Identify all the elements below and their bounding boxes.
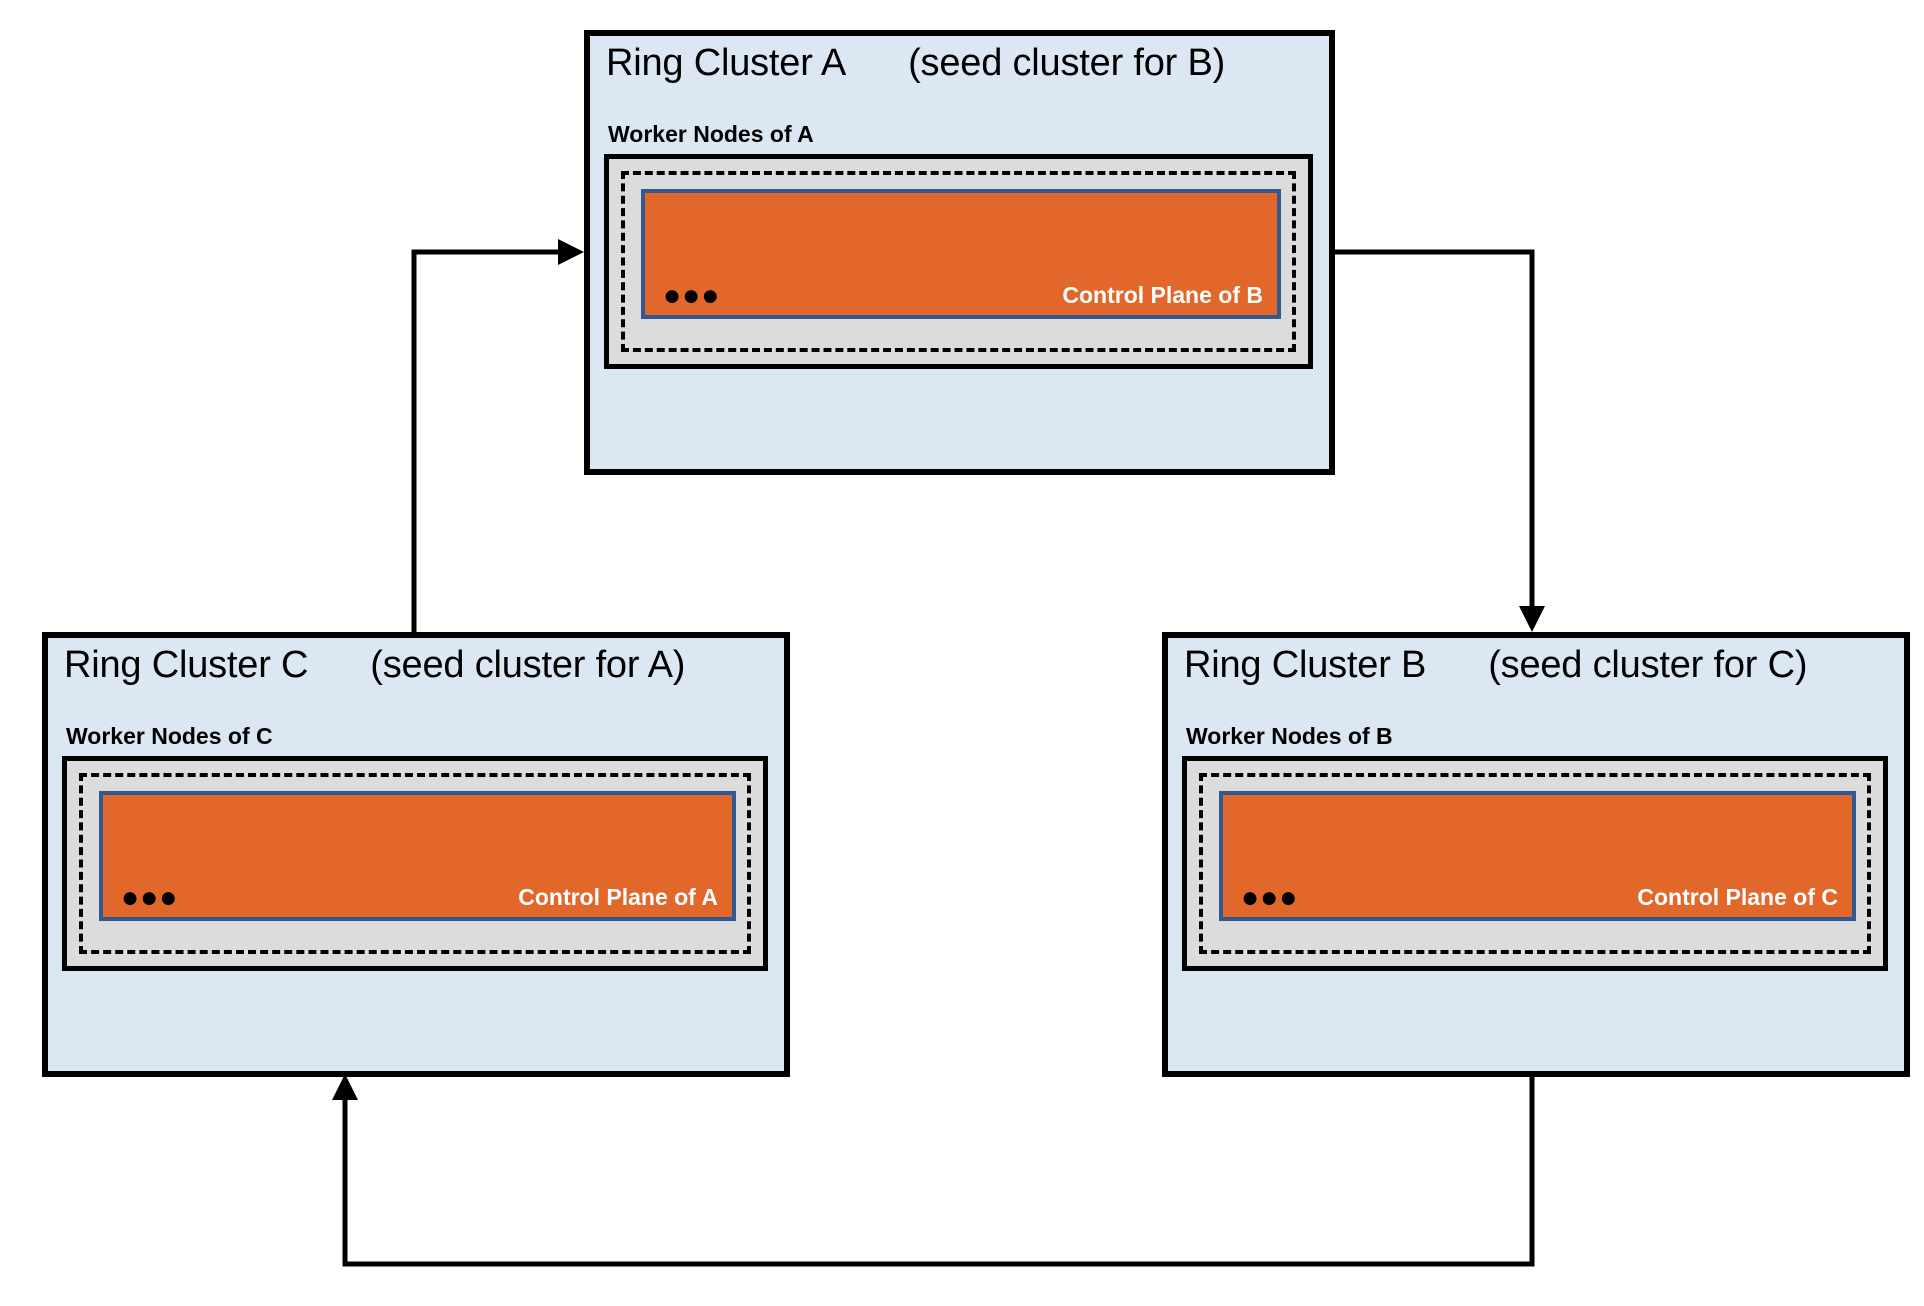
cluster-a-ellipsis-icon: ●●● <box>663 279 721 312</box>
cluster-b-ellipsis-icon: ●●● <box>1241 881 1299 914</box>
cluster-a[interactable]: Ring Cluster A (seed cluster for B) Worke… <box>584 30 1335 475</box>
arrow-c-to-a <box>411 239 584 632</box>
cluster-c-worker-label: Worker Nodes of C <box>66 723 273 749</box>
cluster-a-worker-label: Worker Nodes of A <box>608 121 814 147</box>
cluster-c-ellipsis-icon: ●●● <box>121 881 179 914</box>
cluster-b-name: Ring Cluster B <box>1184 644 1427 686</box>
cluster-c-title: Ring Cluster C (seed cluster for A) <box>64 644 685 687</box>
cluster-a-control-plane[interactable]: ●●● Control Plane of B <box>641 189 1281 319</box>
cluster-b-worker-box[interactable]: ●●● Control Plane of C <box>1182 756 1888 971</box>
cluster-a-worker-box[interactable]: ●●● Control Plane of B <box>604 154 1313 369</box>
cluster-c-control-plane-label: Control Plane of A <box>518 884 718 910</box>
cluster-c-name: Ring Cluster C <box>64 644 309 686</box>
cluster-b-title: Ring Cluster B (seed cluster for C) <box>1184 644 1807 687</box>
arrow-b-to-c <box>332 1074 1535 1267</box>
cluster-b-node-boundary <box>1199 773 1871 954</box>
cluster-a-title: Ring Cluster A (seed cluster for B) <box>606 42 1225 85</box>
cluster-a-node-boundary <box>621 171 1296 352</box>
cluster-c-seed-note: (seed cluster for A) <box>370 644 686 686</box>
cluster-b-seed-note: (seed cluster for C) <box>1488 644 1808 686</box>
cluster-b-control-plane-label: Control Plane of C <box>1637 884 1838 910</box>
cluster-b[interactable]: Ring Cluster B (seed cluster for C) Worke… <box>1162 632 1910 1077</box>
cluster-a-control-plane-label: Control Plane of B <box>1062 282 1263 308</box>
arrow-a-to-b <box>1335 249 1545 632</box>
cluster-c[interactable]: Ring Cluster C (seed cluster for A) Worke… <box>42 632 790 1077</box>
cluster-b-worker-label: Worker Nodes of B <box>1186 723 1393 749</box>
cluster-c-control-plane[interactable]: ●●● Control Plane of A <box>99 791 736 921</box>
cluster-c-node-boundary <box>79 773 751 954</box>
cluster-a-name: Ring Cluster A <box>606 42 847 84</box>
cluster-c-worker-box[interactable]: ●●● Control Plane of A <box>62 756 768 971</box>
cluster-a-seed-note: (seed cluster for B) <box>908 42 1226 84</box>
cluster-b-control-plane[interactable]: ●●● Control Plane of C <box>1219 791 1856 921</box>
